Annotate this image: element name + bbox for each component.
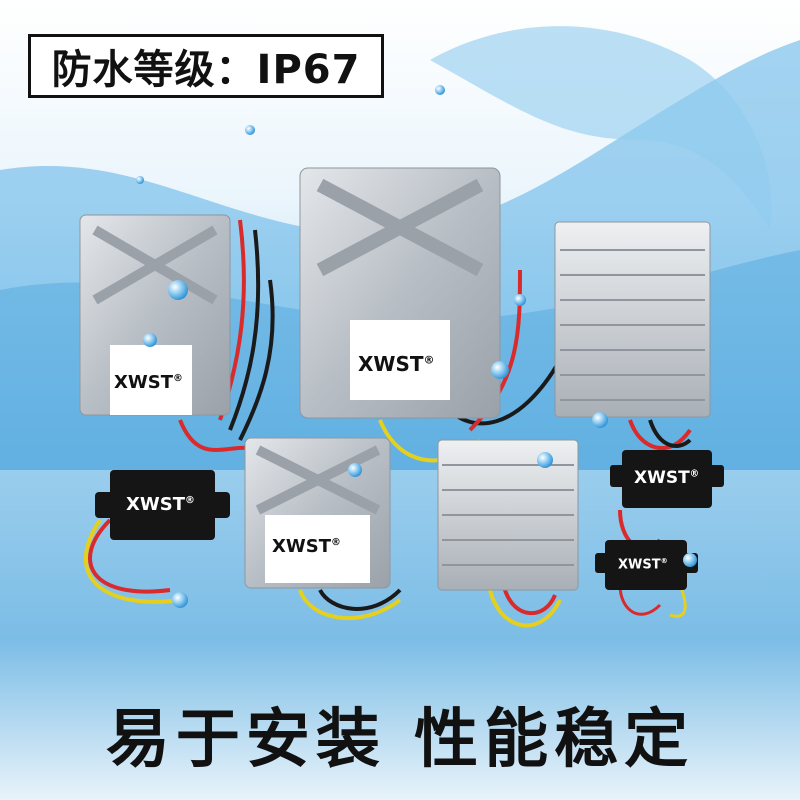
brand-text: XWST	[272, 536, 331, 557]
brand-label-2: XWST®	[358, 352, 435, 376]
brand-label-1: XWST®	[114, 372, 183, 393]
brand-text: XWST	[634, 468, 690, 488]
converter-module-4	[83, 470, 230, 604]
brand-text: XWST	[126, 494, 185, 515]
converter-module-8	[595, 540, 698, 618]
converter-module-7	[610, 450, 724, 550]
brand-label-5: XWST®	[272, 536, 341, 557]
water-droplets	[136, 85, 697, 608]
brand-label-4: XWST®	[126, 494, 195, 515]
water-splash	[430, 26, 772, 230]
converter-module-1	[79, 214, 275, 452]
feature-slogan: 易于安装 性能稳定	[105, 703, 695, 777]
converter-module-2	[299, 167, 562, 463]
registered-mark: ®	[423, 353, 435, 367]
registered-mark: ®	[689, 468, 700, 480]
registered-mark: ®	[184, 495, 195, 506]
registered-mark: ®	[660, 556, 668, 565]
waterproof-rating-badge: 防水等级：IP67	[28, 34, 384, 98]
converter-module-6	[437, 439, 579, 628]
brand-label-7: XWST®	[634, 468, 699, 488]
waterproof-rating-text: 防水等级：IP67	[51, 47, 361, 93]
brand-text: XWST	[358, 352, 424, 376]
registered-mark: ®	[172, 373, 183, 384]
brand-label-8: XWST®	[618, 556, 668, 572]
registered-mark: ®	[330, 537, 341, 548]
brand-text: XWST	[618, 557, 661, 573]
converter-module-3	[554, 221, 711, 451]
brand-text: XWST	[114, 372, 173, 393]
